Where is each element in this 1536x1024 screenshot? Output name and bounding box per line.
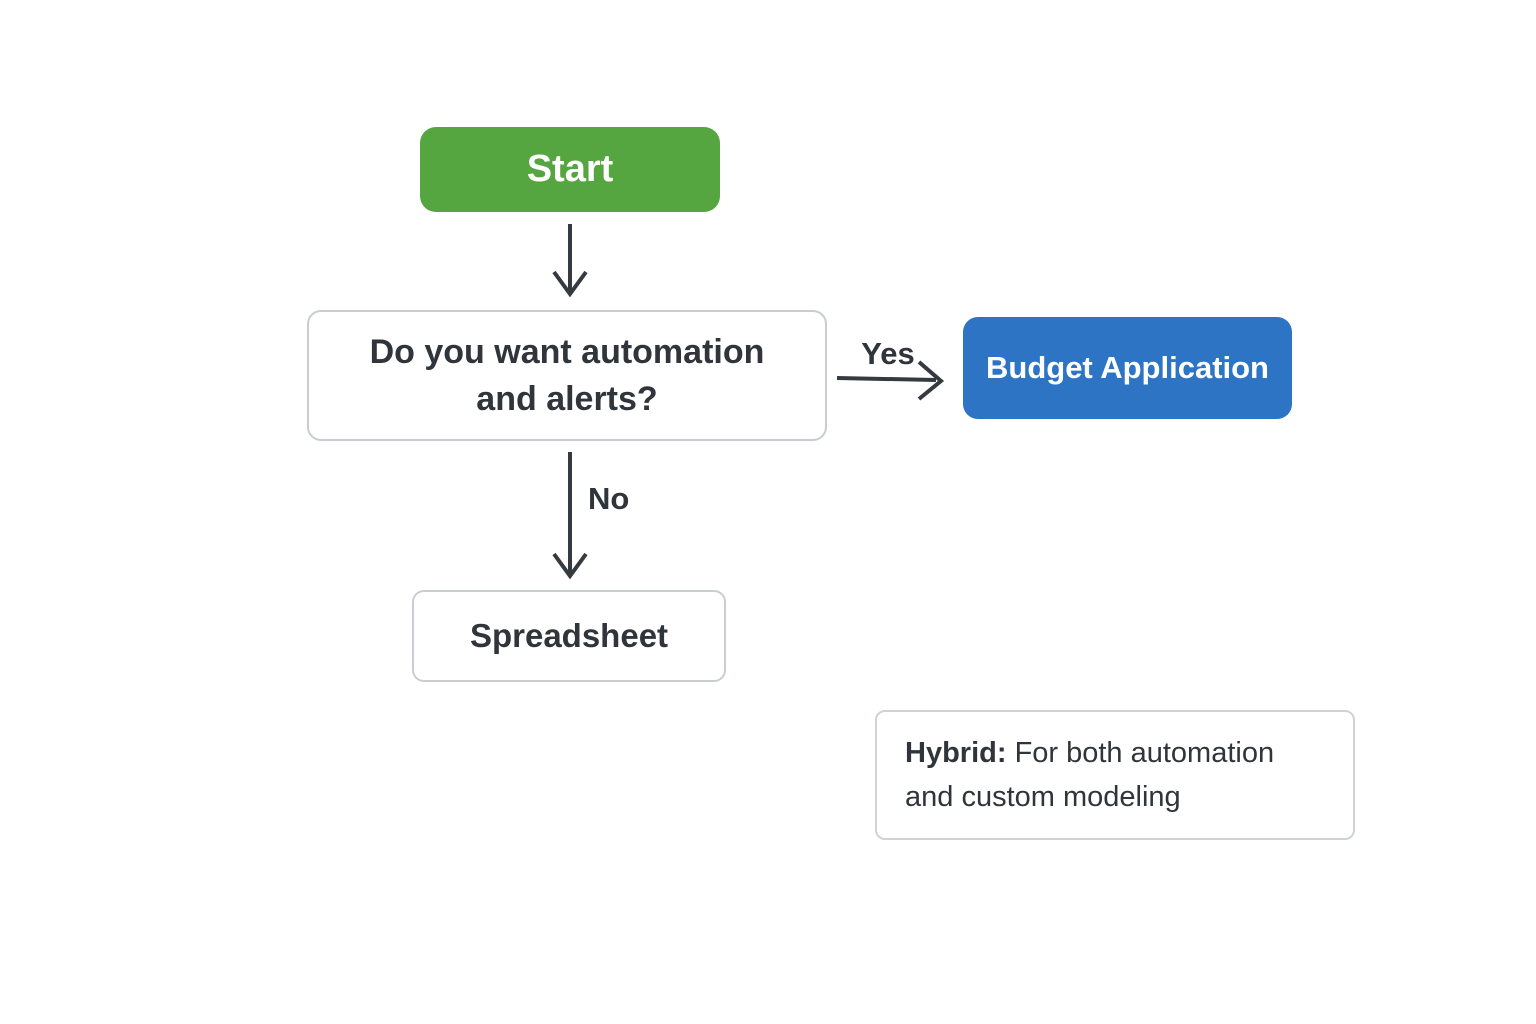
edge-label-no: No (588, 481, 630, 516)
arrow-decision-to-spreadsheet (552, 452, 588, 580)
node-budget-application: Budget Application (963, 317, 1292, 419)
hybrid-note-prefix: Hybrid: (905, 737, 1007, 769)
arrowhead-down-icon (552, 270, 588, 298)
hybrid-note-content: Hybrid: For both automation and custom m… (905, 731, 1325, 819)
hybrid-note: Hybrid: For both automation and custom m… (875, 710, 1355, 840)
node-decision: Do you want automation and alerts? (307, 310, 827, 441)
node-start: Start (420, 127, 720, 212)
arrow-line (836, 376, 937, 382)
node-spreadsheet: Spreadsheet (412, 590, 726, 682)
arrowhead-down-icon (552, 552, 588, 580)
edge-label-yes: Yes (861, 336, 915, 371)
hybrid-note-text: For both automation and custom modeling (905, 737, 1275, 813)
arrow-start-to-decision (552, 224, 588, 298)
node-decision-label: Do you want automation and alerts? (369, 332, 765, 418)
